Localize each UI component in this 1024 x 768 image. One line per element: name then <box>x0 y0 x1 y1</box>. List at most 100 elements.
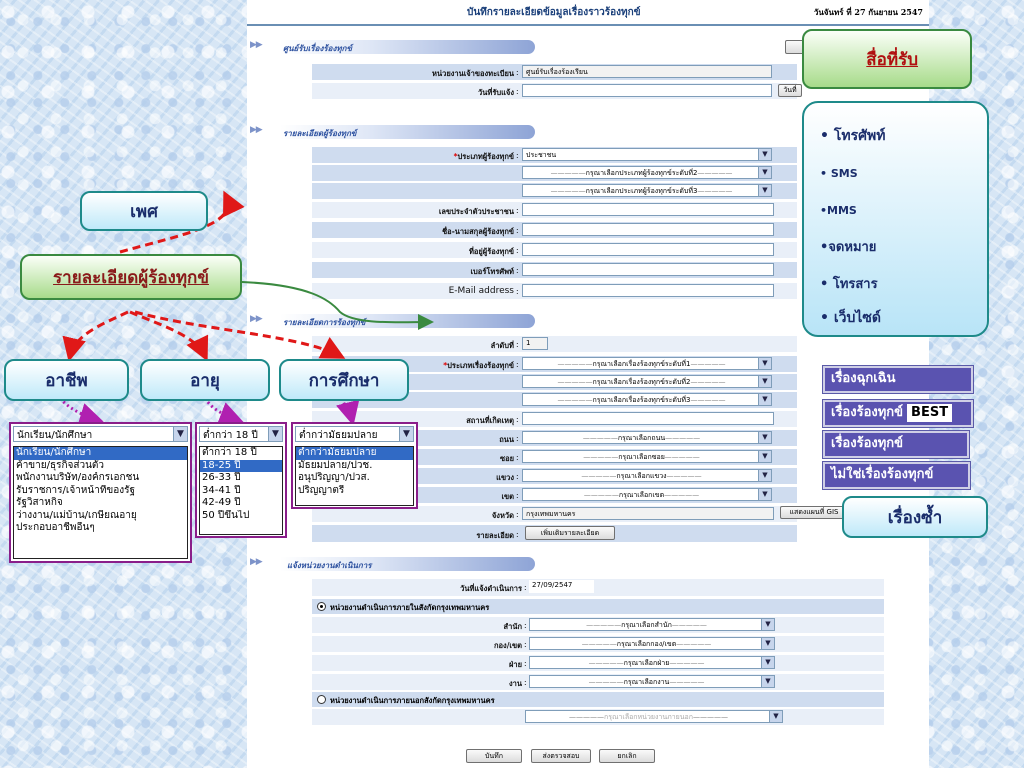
gis-map-button[interactable]: แสดงแผนที่ GIS <box>780 506 848 519</box>
received-media-list: • โทรศัพท์ • SMS •MMS •จดหมาย • โทรสาร •… <box>802 101 989 337</box>
division-select[interactable]: กรุณาเลือกกอง/เขต▼ <box>529 637 775 650</box>
list-item[interactable]: 42-49 ปี <box>202 497 241 508</box>
age-options: ต่ำกว่า 18 ปี 18-25 ปี 26-33 ปี 34-41 ปี… <box>199 446 283 535</box>
section-arrows-icon: ▶ ▶ <box>250 314 263 324</box>
notify-date-field[interactable]: 27/09/2547 <box>529 580 594 593</box>
phone-label: เบอร์โทรศัพท์ <box>470 267 514 276</box>
notify-date-label: วันที่แจ้งดำเนินการ <box>460 584 522 593</box>
section-title-complaint: รายละเอียดการร้องทุกข์ <box>283 318 366 327</box>
subdistrict-select[interactable]: กรุณาเลือกแขวง▼ <box>522 469 772 482</box>
colon: : <box>516 415 519 424</box>
road-label: ถนน <box>499 435 514 444</box>
list-item[interactable]: ปริญญาตรี <box>298 484 345 496</box>
colon: : <box>516 87 519 96</box>
list-item[interactable]: 34-41 ปี <box>202 484 241 496</box>
id-number-input[interactable] <box>522 203 774 216</box>
chevron-down-icon: ▼ <box>399 427 413 441</box>
list-item[interactable]: อนุปริญญา/ปวส. <box>298 472 370 483</box>
occupation-select[interactable]: นักเรียน/นักศึกษา▼ <box>13 426 188 442</box>
section-title-notify: แจ้งหน่วยงานดำเนินการ <box>287 561 372 570</box>
address-input[interactable] <box>522 243 774 256</box>
form-row <box>312 692 884 707</box>
add-detail-button[interactable]: เพิ่มเติมรายละเอียด <box>525 526 615 540</box>
age-select[interactable]: ต่ำกว่า 18 ปี▼ <box>199 426 283 442</box>
media-item: • SMS <box>820 167 858 180</box>
chevron-down-icon: ▼ <box>761 676 774 687</box>
arrow-occupation-dropdown <box>58 397 104 427</box>
colon: : <box>516 68 519 77</box>
complaint-type-level2-select[interactable]: กรุณาเลือกเรื่องร้องทุกข์ระดับที่2▼ <box>522 375 772 388</box>
sequence-field: 1 <box>522 337 548 350</box>
complaint-type-level3-select[interactable]: กรุณาเลือกเรื่องร้องทุกข์ระดับที่3▼ <box>522 393 772 406</box>
education-select[interactable]: ต่ำกว่ามัธยมปลาย▼ <box>295 426 414 442</box>
district-select[interactable]: กรุณาเลือกเขต▼ <box>522 488 772 501</box>
internal-unit-radio[interactable] <box>317 602 326 611</box>
list-item[interactable]: รับราชการ/เจ้าหน้าที่ของรัฐ <box>16 484 136 496</box>
category-not-complaint: ไม่ใช่เรื่องร้องทุกข์ <box>822 461 971 490</box>
list-item[interactable]: ค้าขาย/ธุรกิจส่วนตัว <box>16 459 105 471</box>
soi-select[interactable]: กรุณาเลือกซอย▼ <box>522 450 772 463</box>
date-picker-button[interactable]: วันที่ <box>778 84 802 97</box>
road-select[interactable]: กรุณาเลือกถนน▼ <box>522 431 772 444</box>
colon: : <box>516 510 519 519</box>
callout-occupation: อาชีพ <box>4 359 129 401</box>
unit-label: หน่วยงานเจ้าของทะเบียน <box>432 69 514 78</box>
work-label: งาน <box>508 679 522 688</box>
district-label: เขต <box>501 492 514 501</box>
form-row <box>312 336 797 352</box>
office-select[interactable]: กรุณาเลือกสำนัก▼ <box>529 618 775 631</box>
send-review-button[interactable]: ส่งตรวจสอบ <box>531 749 591 763</box>
list-item[interactable]: 50 ปีขึ้นไป <box>202 509 250 521</box>
subdistrict-label: แขวง <box>496 473 514 482</box>
list-item[interactable]: 26-33 ปี <box>202 472 241 483</box>
chevron-down-icon: ▼ <box>758 376 771 387</box>
cancel-button[interactable]: ยกเลิก <box>599 749 655 763</box>
list-item[interactable]: มัธยมปลาย/ปวช. <box>298 459 373 471</box>
received-date-field[interactable] <box>522 84 772 97</box>
complaint-type-level1-select[interactable]: กรุณาเลือกเรื่องร้องทุกข์ระดับที่1▼ <box>522 357 772 370</box>
phone-input[interactable] <box>522 263 774 276</box>
list-item[interactable]: 18-25 ปี <box>200 459 282 472</box>
section-arrows-icon: ▶ ▶ <box>250 125 263 135</box>
email-input[interactable] <box>522 284 774 297</box>
complainant-type-level3-select[interactable]: กรุณาเลือกประเภทผู้ร้องทุกข์ระดับที่3▼ <box>522 184 772 197</box>
list-item[interactable]: ประกอบอาชีพอื่นๆ <box>16 522 95 533</box>
media-item: • เว็บไซด์ <box>820 310 881 326</box>
section-arrows-icon: ▶ ▶ <box>250 40 263 50</box>
occupation-dropdown[interactable]: นักเรียน/นักศึกษา▼ นักเรียน/นักศึกษา ค้า… <box>9 422 192 563</box>
list-item[interactable]: รัฐวิสาหกิจ <box>16 497 63 508</box>
age-dropdown[interactable]: ต่ำกว่า 18 ปี▼ ต่ำกว่า 18 ปี 18-25 ปี 26… <box>195 422 287 538</box>
colon: : <box>524 621 527 630</box>
chevron-down-icon: ▼ <box>268 427 282 441</box>
category-complaint: เรื่องร้องทุกข์ <box>822 430 970 459</box>
callout-complainant-details: รายละเอียดผู้ร้องทุกข์ <box>20 254 242 300</box>
colon: : <box>516 151 519 160</box>
name-input[interactable] <box>522 223 774 236</box>
chevron-down-icon: ▼ <box>758 451 771 462</box>
complaint-type-label: *ประเภทเรื่องร้องทุกข์ <box>443 361 514 370</box>
chevron-down-icon: ▼ <box>758 394 771 405</box>
complainant-type-label: *ประเภทผู้ร้องทุกข์ <box>453 152 514 161</box>
list-item[interactable]: พนักงานบริษัท/องค์กรเอกชน <box>16 472 140 483</box>
list-item[interactable]: ว่างงาน/แม่บ้าน/เกษียณอายุ <box>16 509 137 521</box>
chevron-down-icon: ▼ <box>758 432 771 443</box>
unit-field[interactable]: ศูนย์รับเรื่องร้องเรียน <box>522 65 772 78</box>
department-select[interactable]: กรุณาเลือกฝ่าย▼ <box>529 656 775 669</box>
external-unit-select[interactable]: กรุณาเลือกหน่วยงานภายนอก▼ <box>525 710 783 723</box>
department-label: ฝ่าย <box>508 660 522 669</box>
section-arrows-icon: ▶ ▶ <box>250 557 263 567</box>
save-button[interactable]: บันทึก <box>466 749 522 763</box>
list-item[interactable]: ต่ำกว่ามัธยมปลาย <box>296 447 413 460</box>
occupation-options: นักเรียน/นักศึกษา ค้าขาย/ธุรกิจส่วนตัว พ… <box>13 446 188 559</box>
work-select[interactable]: กรุณาเลือกงาน▼ <box>529 675 775 688</box>
complainant-type-level2-select[interactable]: กรุณาเลือกประเภทผู้ร้องทุกข์ระดับที่2▼ <box>522 166 772 179</box>
list-item[interactable]: ต่ำกว่า 18 ปี <box>202 447 257 458</box>
colon: : <box>516 287 519 296</box>
location-input[interactable] <box>522 412 774 425</box>
complainant-type-select[interactable]: ประชาชน▼ <box>522 148 772 161</box>
media-item: • โทรศัพท์ <box>820 128 886 144</box>
list-item[interactable]: นักเรียน/นักศึกษา <box>14 447 187 460</box>
education-dropdown[interactable]: ต่ำกว่ามัธยมปลาย▼ ต่ำกว่ามัธยมปลาย มัธยม… <box>291 422 418 509</box>
colon: : <box>516 453 519 462</box>
external-unit-radio[interactable] <box>317 695 326 704</box>
